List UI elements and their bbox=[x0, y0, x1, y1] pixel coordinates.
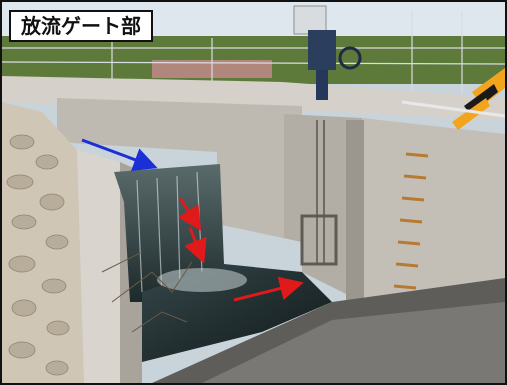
title-label: 放流ゲート部 bbox=[9, 10, 153, 42]
arrow-2 bbox=[178, 197, 202, 232]
fence bbox=[2, 12, 505, 94]
hazard-post bbox=[452, 68, 505, 130]
arrow-4 bbox=[233, 276, 304, 302]
gabion-stones bbox=[2, 102, 84, 383]
back-wall bbox=[57, 98, 302, 242]
left-retaining-wall bbox=[77, 150, 120, 383]
slab-dry-area bbox=[202, 302, 505, 383]
foam bbox=[157, 268, 247, 292]
gate-rods bbox=[316, 120, 325, 264]
arrow-3 bbox=[184, 227, 207, 264]
arrow-1 bbox=[81, 138, 158, 171]
ladder bbox=[393, 152, 429, 290]
right-wall bbox=[362, 118, 505, 308]
top-rim bbox=[2, 76, 505, 120]
gate-frame bbox=[300, 214, 338, 266]
gate-hoist bbox=[293, 5, 362, 100]
dry-branches bbox=[101, 251, 193, 333]
railing bbox=[401, 100, 505, 118]
gate-pier bbox=[346, 120, 364, 310]
